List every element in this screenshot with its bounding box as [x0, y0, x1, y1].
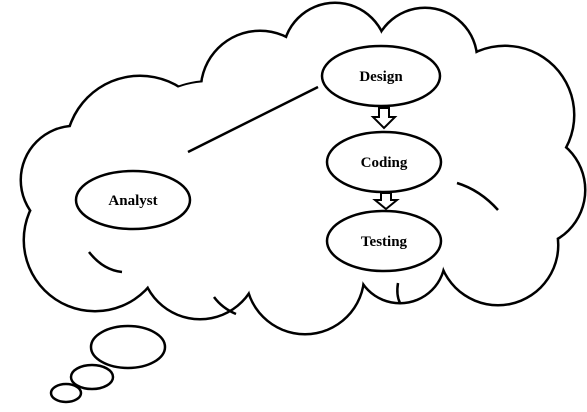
analyst-node: Analyst	[74, 169, 192, 231]
tail-bubble-large	[89, 324, 167, 370]
thought-bubble-tail	[49, 324, 167, 404]
analyst-label: Analyst	[108, 193, 157, 209]
analyst-ellipse	[74, 169, 192, 231]
thought-cloud	[19, 1, 587, 336]
tail-bubble-small	[49, 382, 83, 404]
design-to-coding-arrow	[370, 107, 398, 130]
design-ellipse	[320, 44, 442, 108]
testing-node: Testing	[325, 209, 443, 273]
coding-label: Coding	[361, 155, 408, 171]
coding-node: Coding	[325, 130, 443, 194]
testing-label: Testing	[361, 234, 408, 250]
coding-to-testing-arrow	[372, 192, 400, 211]
coding-ellipse	[325, 130, 443, 194]
cloud-creases	[88, 181, 499, 316]
cloud-fill	[22, 4, 584, 333]
analyst-design-connector	[187, 85, 319, 154]
testing-ellipse	[325, 209, 443, 273]
design-node: Design	[320, 44, 442, 108]
design-label: Design	[359, 69, 403, 85]
tail-bubble-medium	[69, 363, 115, 391]
